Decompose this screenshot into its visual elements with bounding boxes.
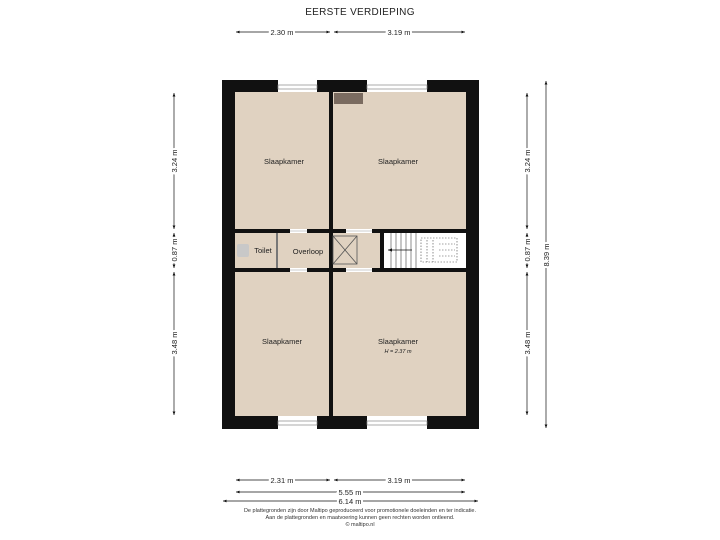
dim-outer-total-width: 6.14 m (339, 497, 362, 506)
dim-top-right-width: 3.19 m (388, 28, 411, 37)
right-vertical-dimensions (525, 81, 548, 428)
window-bottom-right (366, 420, 428, 426)
floor-areas (235, 92, 466, 416)
floor-title: EERSTE VERDIEPING (305, 7, 415, 18)
toilet-fixture (237, 244, 249, 257)
disclaimer-line-3: © maltipo.nl (345, 522, 375, 528)
dim-top-left-width: 2.30 m (271, 28, 294, 37)
label-room-height: H = 2.37 m (384, 349, 411, 355)
interior-walls (235, 92, 466, 416)
horizontal-dimensions (223, 30, 478, 503)
door-openings (290, 230, 372, 271)
dim-total-height: 8.39 m (542, 244, 551, 267)
disclaimer-line-1: De plattegronden zijn door Maltipo gepro… (243, 508, 477, 514)
dim-right-bottom-height: 3.48 m (523, 332, 532, 355)
dim-left-middle-height: 0.87 m (170, 239, 179, 262)
window-bottom-left (277, 420, 318, 426)
loft-hatch (332, 235, 358, 265)
room-top-right (333, 92, 466, 229)
label-room-top-right: Slaapkamer (378, 157, 419, 166)
stairwell (384, 233, 466, 268)
windows (277, 84, 428, 426)
dim-right-top-height: 3.24 m (523, 150, 532, 173)
dim-left-top-height: 3.24 m (170, 150, 179, 173)
label-room-bottom-right: Slaapkamer (378, 337, 419, 346)
room-bottom-right (333, 272, 466, 416)
label-landing: Overloop (293, 247, 323, 256)
room-top-left (235, 92, 329, 229)
dim-left-bottom-height: 3.48 m (170, 332, 179, 355)
outer-walls (222, 80, 479, 429)
dim-bottom-right-width: 3.19 m (388, 476, 411, 485)
window-top-left (277, 84, 318, 90)
dim-bottom-left-width: 2.31 m (271, 476, 294, 485)
dim-inner-total-width: 5.55 m (339, 488, 362, 497)
disclaimer-line-2: Aan de plattegronden en maatvoering kunn… (265, 515, 455, 521)
room-bottom-left (235, 272, 329, 416)
label-room-bottom-left: Slaapkamer (262, 337, 303, 346)
chimney-block (334, 93, 363, 104)
dim-right-middle-height: 0.87 m (523, 239, 532, 262)
disclaimer: De plattegronden zijn door Maltipo gepro… (160, 508, 560, 529)
window-top-right (366, 84, 428, 90)
label-toilet: Toilet (254, 246, 272, 255)
room-landing (235, 233, 383, 268)
label-room-top-left: Slaapkamer (264, 157, 305, 166)
